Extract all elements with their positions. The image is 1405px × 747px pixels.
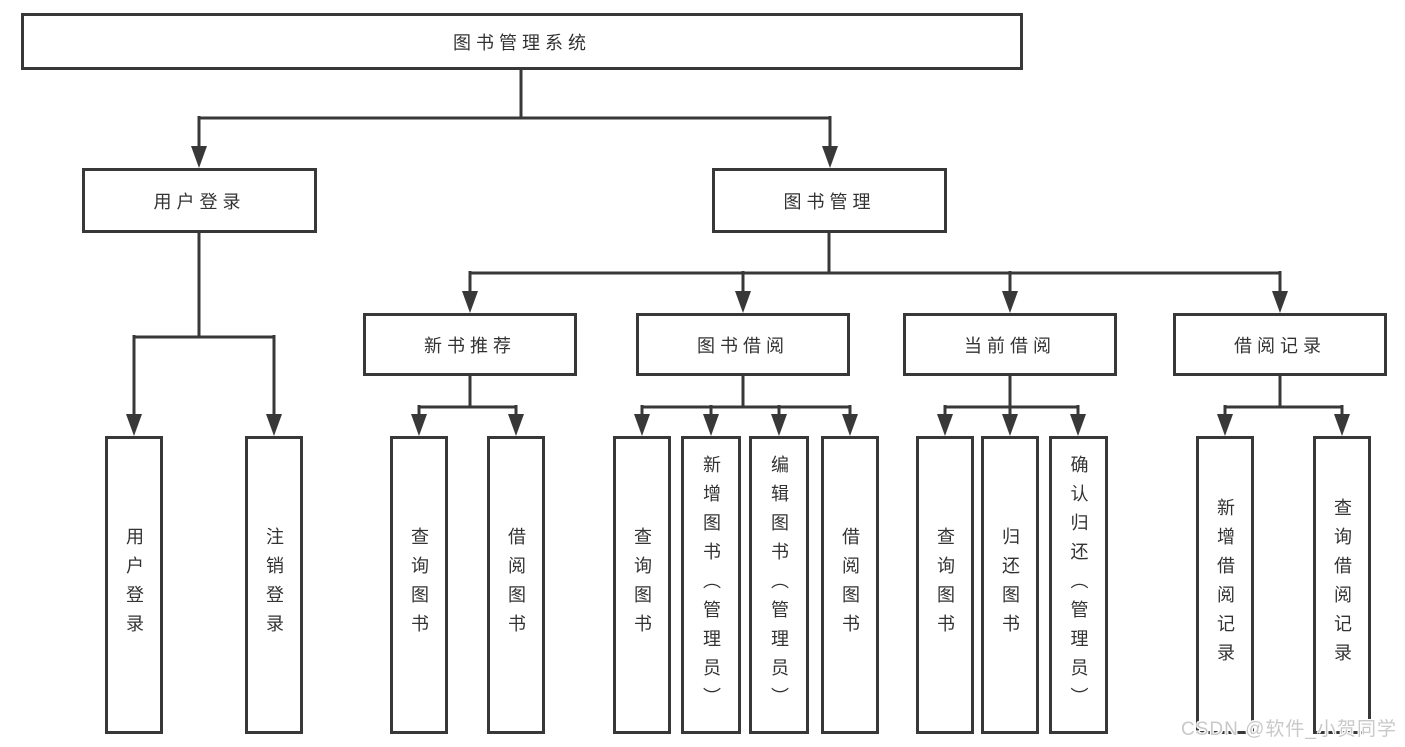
connector-current-borrowing-to-leaves [937,376,1086,436]
node-book-borrowing: 图书借阅 [636,313,850,376]
leaf-borrow-books-borrowing: 借阅图书 [821,436,879,734]
node-book-management: 图书管理 [712,168,947,233]
connector-borrowing-records-to-leaves [1217,376,1350,436]
leaf-return-books: 归还图书 [981,436,1039,734]
leaf-borrow-books-recommend: 借阅图书 [487,436,545,734]
leaf-edit-books-admin: 编辑图书（管理员） [749,436,809,734]
watermark-text: CSDN @软件_小贺同学 [1181,719,1397,740]
connector-book-borrowing-to-leaves [634,376,858,436]
leaf-add-borrow-record: 新增借阅记录 [1196,436,1254,734]
leaf-user-login: 用户登录 [105,436,163,734]
connector-new-book-recommend-to-leaves [411,376,524,436]
connector-book-management-to-level3 [462,233,1288,313]
node-new-book-recommend: 新书推荐 [363,313,577,376]
leaf-query-books-borrowing: 查询图书 [613,436,671,734]
leaf-add-books-admin: 新增图书（管理员） [681,436,741,734]
leaf-query-borrow-record: 查询借阅记录 [1313,436,1371,734]
node-current-borrowing: 当前借阅 [903,313,1117,376]
node-library-system: 图书管理系统 [21,13,1023,70]
node-user-login: 用户登录 [82,168,317,233]
connector-user-login-to-leaves [126,233,282,436]
leaf-confirm-return-admin: 确认归还（管理员） [1049,436,1108,734]
leaf-query-books-recommend: 查询图书 [390,436,448,734]
connector-root-to-level2 [191,70,838,168]
node-borrowing-records: 借阅记录 [1173,313,1387,376]
leaf-query-books-current: 查询图书 [916,436,974,734]
leaf-logout: 注销登录 [245,436,303,734]
